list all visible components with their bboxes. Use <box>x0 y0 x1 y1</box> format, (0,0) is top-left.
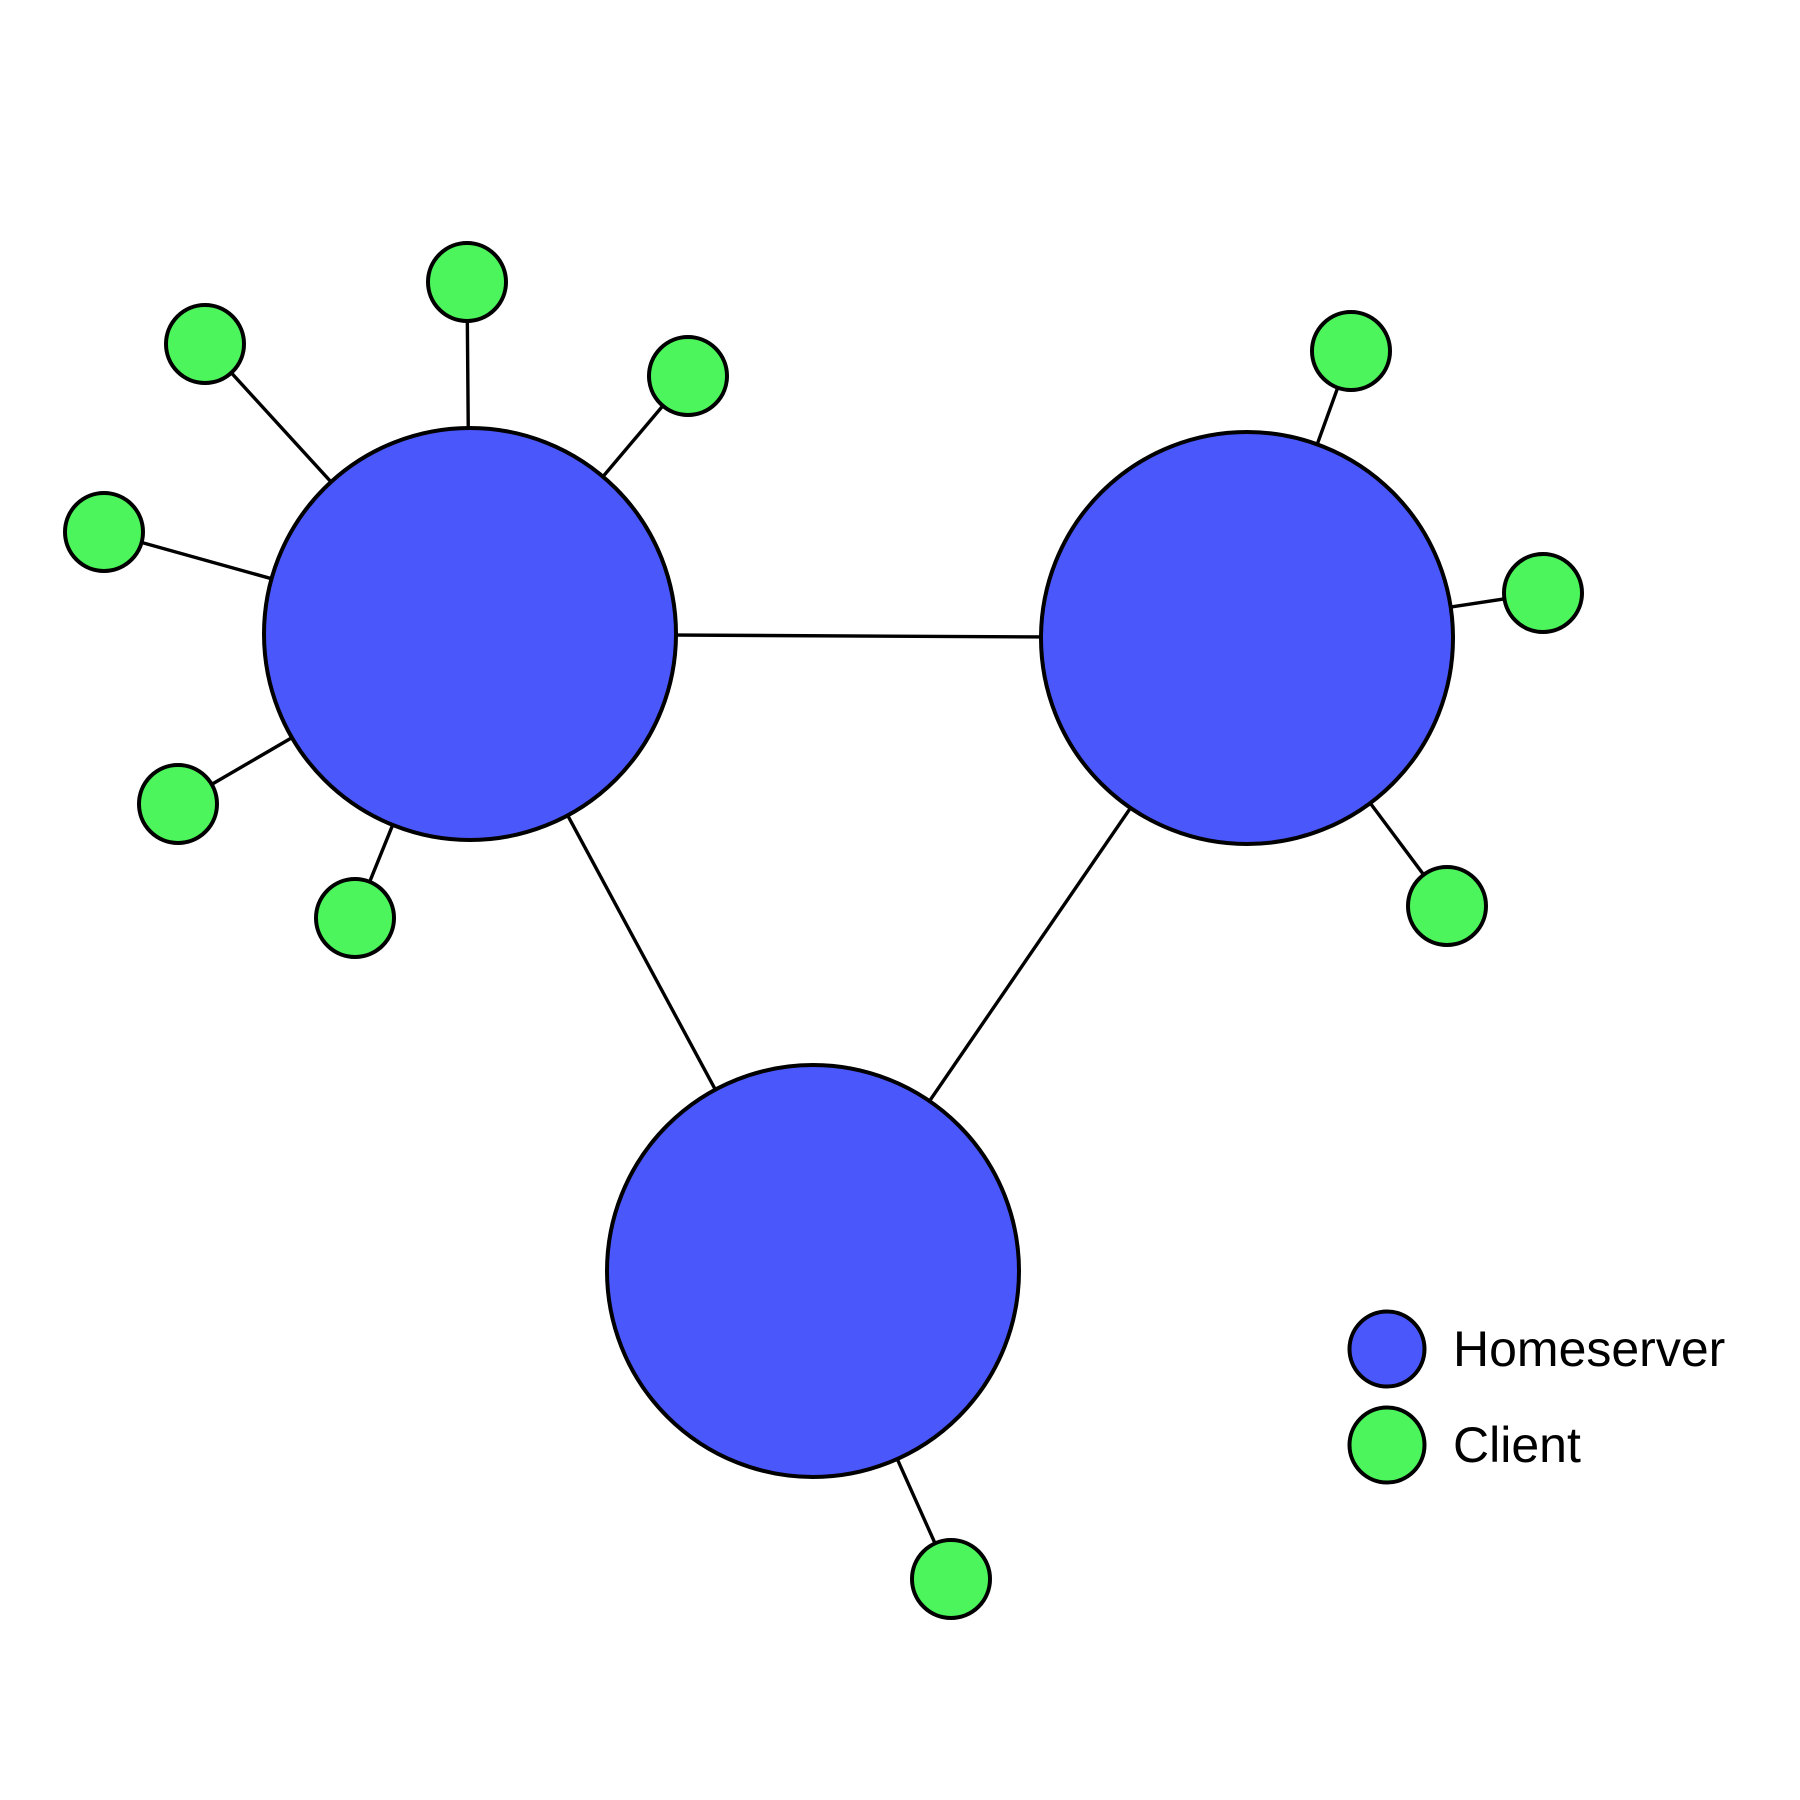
homeserver-node-hs-right <box>1039 430 1455 846</box>
client-node-client-4 <box>63 491 145 573</box>
legend-label-client: Client <box>1453 1417 1581 1473</box>
homeserver-node-hs-left <box>262 426 678 842</box>
legend-client-swatch-icon <box>1347 1405 1427 1485</box>
client-node-client-9 <box>1406 865 1488 947</box>
client-node-client-2 <box>164 303 246 385</box>
client-node-client-8 <box>1502 552 1584 634</box>
client-node-client-10 <box>910 1538 992 1620</box>
client-node-client-3 <box>647 335 729 417</box>
legend-homeserver-swatch-icon <box>1347 1309 1427 1389</box>
client-node-client-6 <box>314 877 396 959</box>
nodes-layer <box>63 241 1584 1620</box>
client-node-client-1 <box>426 241 508 323</box>
homeserver-node-hs-bottom <box>605 1063 1021 1479</box>
client-node-client-7 <box>1310 310 1392 392</box>
legend-label-homeserver: Homeserver <box>1453 1321 1725 1377</box>
client-node-client-5 <box>137 763 219 845</box>
